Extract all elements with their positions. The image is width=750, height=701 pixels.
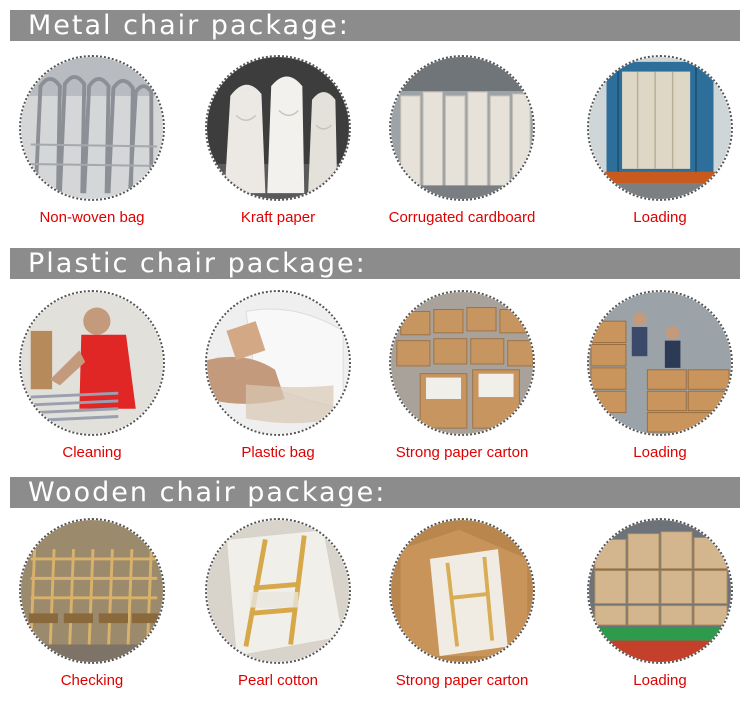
section-title-plastic: Plastic chair package: xyxy=(10,248,740,279)
kraft-paper-wrapped-chairs-image xyxy=(205,55,351,201)
caption-kraft-paper: Kraft paper xyxy=(240,209,316,226)
plastic-bag-image xyxy=(205,290,351,436)
pearl-cotton-wrapped-chair-image xyxy=(205,518,351,664)
wooden-chairs-rows-image xyxy=(19,518,165,664)
section-title-wooden: Wooden chair package: xyxy=(10,477,740,508)
plastic-strong-paper-carton: Strong paper carton xyxy=(372,290,552,462)
metal-kraft-paper: Kraft paper xyxy=(188,55,368,227)
caption-loading-metal: Loading xyxy=(633,209,687,226)
metal-loading: Loading xyxy=(570,55,750,227)
metal-corrugated-cardboard: Corrugated cardboard xyxy=(372,55,552,227)
wooden-loading: Loading xyxy=(570,518,750,690)
workers-loading-cartons-image xyxy=(587,290,733,436)
worker-cleaning-image xyxy=(19,290,165,436)
caption-cleaning: Cleaning xyxy=(62,444,122,461)
caption-strong-paper-carton-plastic: Strong paper carton xyxy=(395,444,529,461)
caption-loading-wooden: Loading xyxy=(633,672,687,689)
container-loading-image xyxy=(587,55,733,201)
plastic-loading: Loading xyxy=(570,290,750,462)
metal-non-woven-bag: Non-woven bag xyxy=(2,55,182,227)
caption-corrugated-cardboard: Corrugated cardboard xyxy=(388,209,536,226)
caption-strong-paper-carton-wooden: Strong paper carton xyxy=(395,672,529,689)
carton-boxes-loaded-image xyxy=(587,518,733,664)
caption-loading-plastic: Loading xyxy=(633,444,687,461)
caption-pearl-cotton: Pearl cotton xyxy=(237,672,319,689)
caption-plastic-bag: Plastic bag xyxy=(241,444,315,461)
stacked-metal-chairs-image xyxy=(19,55,165,201)
caption-checking: Checking xyxy=(60,672,124,689)
wooden-checking: Checking xyxy=(2,518,182,690)
plastic-cleaning: Cleaning xyxy=(2,290,182,462)
chair-in-carton-image xyxy=(389,518,535,664)
wooden-pearl-cotton: Pearl cotton xyxy=(188,518,368,690)
plastic-plastic-bag: Plastic bag xyxy=(188,290,368,462)
caption-non-woven-bag: Non-woven bag xyxy=(39,209,145,226)
paper-cartons-image xyxy=(389,290,535,436)
section-title-metal: Metal chair package: xyxy=(10,10,740,41)
wooden-strong-paper-carton: Strong paper carton xyxy=(372,518,552,690)
cardboard-wrapped-chairs-image xyxy=(389,55,535,201)
